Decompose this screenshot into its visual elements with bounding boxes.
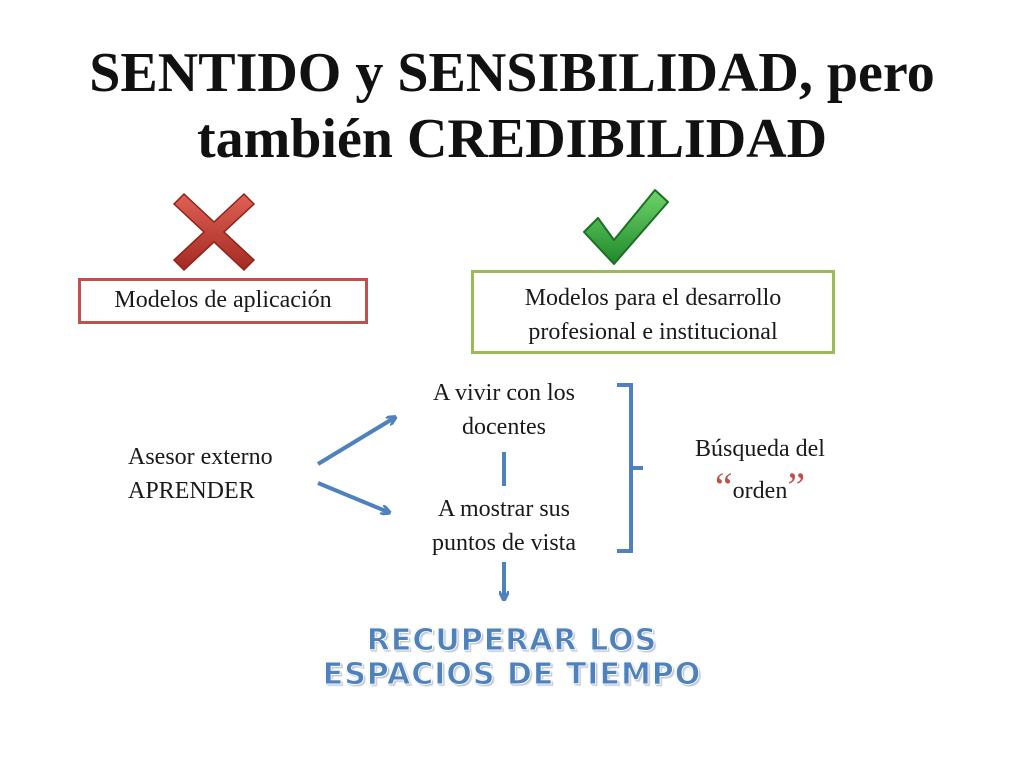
right-bracket [617, 383, 643, 553]
title-line-2: también CREDIBILIDAD [196, 108, 828, 170]
mostrar-line-1: A mostrar sus [438, 496, 570, 522]
orden-word: orden [732, 478, 788, 504]
asesor-line-1: Asesor externo [128, 444, 273, 470]
application-models-label: Modelos de aplicación [114, 287, 332, 313]
mostrar-line-2: puntos de vista [432, 530, 576, 556]
slide-title: SENTIDO y SENSIBILIDAD, pero también CRE… [0, 40, 1024, 172]
application-models-box: Modelos de aplicación [78, 278, 368, 324]
busqueda-line-1: Búsqueda del [695, 436, 825, 462]
vivir-line-1: A vivir con los [433, 380, 575, 406]
asesor-externo-label: Asesor externo APRENDER [128, 440, 273, 508]
vivir-line-2: docentes [462, 414, 546, 440]
close-quote-mark: ” [787, 464, 806, 509]
result-line-2: ESPACIOS DE TIEMPO [322, 657, 702, 692]
busqueda-line-2: “orden” [660, 467, 860, 508]
arrow-to-mostrar [317, 481, 388, 512]
open-quote-mark: “ [714, 464, 733, 509]
development-models-line-1: Modelos para el desarrollo [524, 285, 782, 311]
development-models-line-2: profesional e institucional [528, 319, 778, 345]
development-models-box: Modelos para el desarrollo profesional e… [471, 270, 835, 354]
asesor-line-2: APRENDER [128, 478, 255, 504]
vivir-docentes-label: A vivir con los docentes [394, 376, 614, 444]
busqueda-orden-label: Búsqueda del “orden” [660, 432, 860, 508]
result-line-1: RECUPERAR LOS [366, 623, 658, 658]
arrow-to-vivir [316, 418, 394, 466]
mostrar-vista-label: A mostrar sus puntos de vista [394, 492, 614, 560]
title-line-1: SENTIDO y SENSIBILIDAD, pero [89, 42, 935, 104]
